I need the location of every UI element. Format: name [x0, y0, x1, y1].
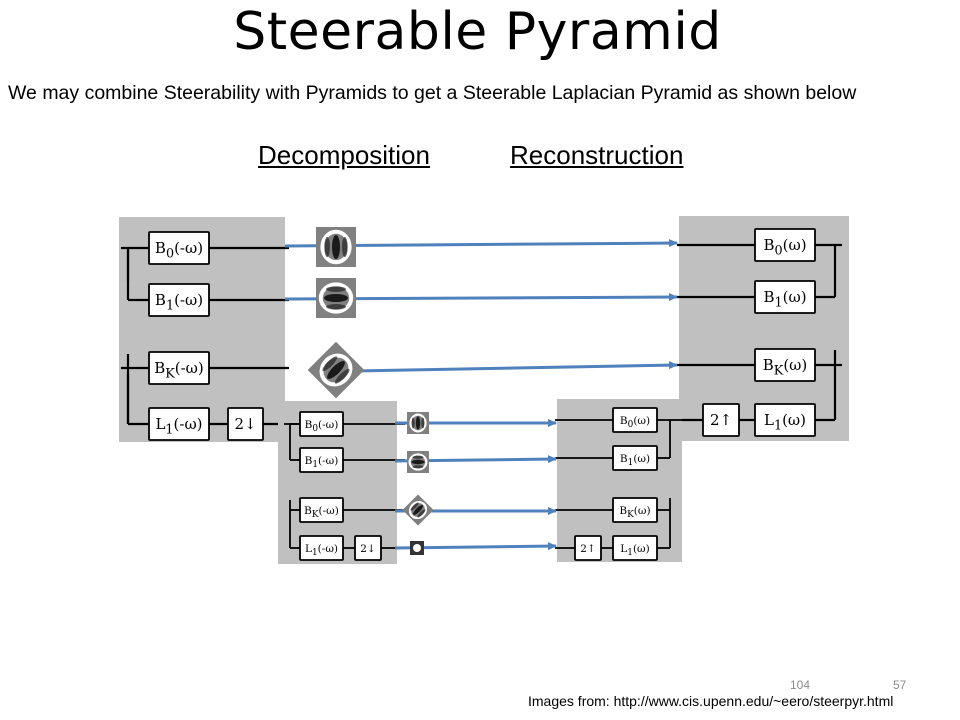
filter-image-band-k-lobe-b: [334, 368, 350, 384]
decomp-filter-l1-label: L1(-ω): [155, 415, 202, 437]
filter-image-small-band-k-lobe-a: [410, 502, 419, 511]
decomp-filter-b0-label: B0(-ω): [155, 239, 203, 261]
page-number-57: 57: [893, 678, 907, 692]
decomp-filter-bk-label: BK(-ω): [154, 359, 204, 381]
srecon-filter-bk: [612, 497, 658, 523]
decomp-downsample-label: 2↓: [234, 415, 256, 433]
filter-image-small-band-k-core: [413, 505, 423, 515]
srecon-upsample: [574, 535, 602, 561]
filter-image-small-band-1-lobe-a: [412, 455, 424, 459]
decomp-filter-l1: [148, 407, 210, 441]
sdecomp-filter-bk-label: BK(-ω): [304, 505, 339, 520]
recon-filter-b1-label: B1(ω): [763, 288, 806, 310]
filter-image-band-0: [316, 227, 356, 267]
filter-image-band-k: [307, 341, 365, 399]
recon-filter-b0: [754, 228, 816, 262]
lowpass-image-dot: [413, 544, 421, 552]
decomp-filter-bk: [148, 351, 210, 385]
sdecomp-downsample: [354, 535, 382, 561]
filter-image-small-band-0-ring: [409, 413, 427, 433]
recon-filter-l1: [754, 403, 816, 437]
srecon-filter-b1: [612, 445, 658, 471]
filter-image-small-band-1: [407, 451, 429, 473]
recon-filter-b1: [754, 280, 816, 314]
srecon-filter-bk-label: BK(ω): [619, 505, 650, 520]
slide-title: Steerable Pyramid: [233, 2, 722, 62]
recon-filter-b0-label: B0(ω): [763, 236, 806, 258]
filter-image-small-band-0-lobe-b: [421, 417, 425, 429]
image-credit: Images from: http://www.cis.upenn.edu/~e…: [528, 693, 894, 709]
sdecomp-downsample-label: 2↓: [360, 543, 375, 555]
sdecomp-filter-b1: [299, 447, 344, 473]
srecon-filter-b1-label: B1(ω): [620, 453, 650, 468]
decomp-downsample: [227, 407, 264, 441]
filter-image-band-0-lobe-a: [324, 237, 330, 257]
decomp-filter-b1-label: B1(-ω): [155, 291, 203, 313]
srecon-filter-b0: [612, 407, 658, 433]
arrow-band-k: [354, 361, 678, 373]
sdecomp-filter-b1-label: B1(-ω): [305, 455, 339, 470]
filter-image-small-band-0-lobe-a: [411, 417, 415, 429]
filter-image-band-1-ring: [318, 282, 354, 314]
filter-image-small-band-k-ring: [408, 500, 428, 520]
filter-image-band-k-core: [327, 361, 345, 379]
filter-image-band-1: [316, 278, 356, 318]
filter-image-small-band-k-lobe-b: [417, 509, 426, 518]
sdecomp-filter-bk: [299, 497, 344, 523]
decomposition-heading: Decomposition: [258, 140, 430, 170]
reconstruction-heading: Reconstruction: [510, 140, 684, 170]
srecon-upsample-label: 2↑: [580, 543, 595, 555]
decomp-filter-b1: [148, 283, 210, 317]
recon-filter-bk-label: BK(ω): [763, 356, 808, 378]
filter-image-band-0-ring: [320, 229, 352, 265]
srecon-filter-l1: [612, 535, 658, 561]
filter-image-small-band-1-core: [411, 459, 425, 465]
srecon-filter-b0-label: B0(ω): [620, 415, 650, 430]
filter-image-small-band-1-lobe-b: [412, 465, 424, 469]
filter-image-small-band-0-core: [415, 416, 421, 430]
recon-filter-l1-label: L1(ω): [764, 411, 806, 433]
sdecomp-filter-b0-label: B0(-ω): [305, 419, 339, 434]
srecon-filter-l1-label: L1(ω): [620, 543, 649, 558]
recon-upsample: [702, 403, 740, 437]
filter-image-band-k-ring: [319, 353, 353, 387]
recon-filter-bk: [754, 348, 816, 382]
filter-image-band-k-lobe-a: [322, 356, 338, 372]
filter-image-band-1-lobe-a: [326, 286, 346, 292]
sdecomp-filter-l1: [299, 535, 344, 561]
page-number-104: 104: [790, 678, 811, 692]
recon-upsample-label: 2↑: [710, 411, 732, 429]
filter-image-band-1-core: [324, 294, 348, 302]
intro-text: We may combine Steerability with Pyramid…: [8, 82, 857, 104]
filter-image-band-1-lobe-b: [326, 304, 346, 310]
filter-image-small-band-1-ring: [408, 453, 428, 471]
filter-image-band-0-core: [332, 235, 340, 259]
sdecomp-filter-b0: [299, 411, 344, 437]
filter-image-small-band-0: [407, 412, 429, 434]
decomp-filter-b0: [148, 231, 210, 265]
filter-image-small-band-k: [402, 494, 434, 526]
filter-image-band-0-lobe-b: [342, 237, 348, 257]
sdecomp-filter-l1-label: L1(-ω): [305, 543, 338, 558]
